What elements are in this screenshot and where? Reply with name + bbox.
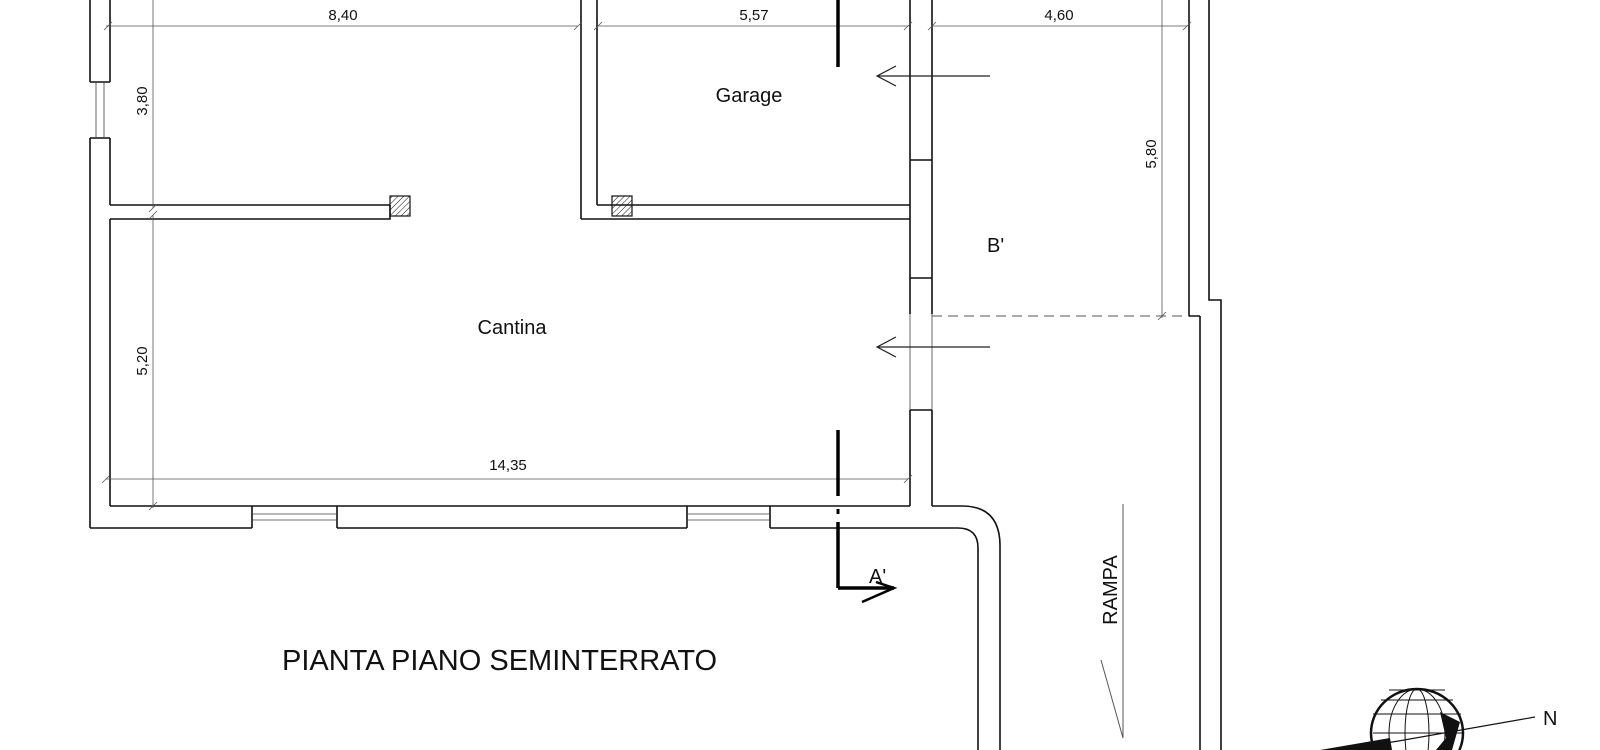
pillar-1 <box>389 195 411 217</box>
entry-arrow-cantina <box>875 336 990 358</box>
dimension-lines <box>101 0 1192 511</box>
ramp-arrow <box>1100 504 1124 739</box>
dim-garage-width: 5,57 <box>739 7 768 24</box>
ramp-label: RAMPA <box>1100 555 1122 625</box>
pillar-2 <box>611 195 633 217</box>
dim-driveway-depth: 5,80 <box>1143 139 1160 168</box>
dim-room1-width: 8,40 <box>328 7 357 24</box>
section-label-a: A' <box>869 566 886 588</box>
room-label-cantina: Cantina <box>478 317 548 339</box>
room-label-garage: Garage <box>716 85 783 107</box>
section-line-a <box>836 0 898 604</box>
dim-driveway-width: 4,60 <box>1044 7 1073 24</box>
dim-cantina-depth: 5,20 <box>134 346 151 375</box>
dim-cantina-width: 14,35 <box>489 457 527 474</box>
drawing-title: PIANTA PIANO SEMINTERRATO <box>282 645 717 677</box>
entry-arrow-garage <box>875 65 990 87</box>
north-label: N <box>1543 708 1557 730</box>
north-arrow-icon <box>1320 687 1536 750</box>
dim-room1-depth: 3,80 <box>134 86 151 115</box>
walls <box>89 0 1222 750</box>
section-label-b: B' <box>987 235 1004 257</box>
